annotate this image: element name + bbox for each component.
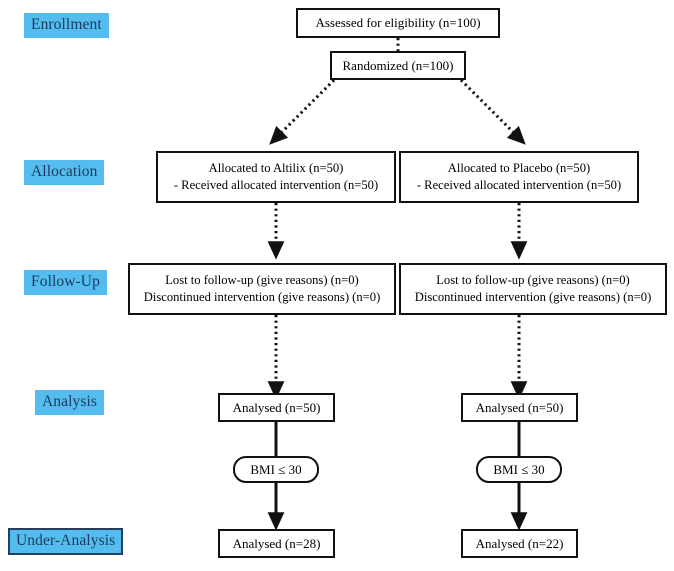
node-line: Discontinued intervention (give reasons)… — [143, 290, 381, 304]
node-line: Allocated to Placebo (n=50) — [447, 161, 591, 176]
stage-label-analysis: Analysis — [35, 390, 105, 415]
stage-label-follow-up: Follow-Up — [24, 270, 107, 295]
edge-randomized-to-alloc-left — [269, 78, 336, 145]
edge-randomized-to-alloc-right — [459, 78, 526, 145]
node-line: Analysed (n=50) — [475, 399, 564, 415]
node-line: Randomized (n=100) — [342, 57, 454, 73]
node-follow-up-left: Lost to follow-up (give reasons) (n=0) D… — [128, 263, 396, 315]
node-line: BMI ≤ 30 — [493, 461, 545, 477]
stage-label-allocation: Allocation — [24, 160, 105, 185]
node-randomized: Randomized (n=100) — [330, 51, 466, 80]
node-line: - Received allocated intervention (n=50) — [416, 178, 622, 192]
stage-label-under-analysis: Under-Analysis — [8, 528, 124, 555]
node-line: Analysed (n=28) — [232, 535, 321, 551]
node-follow-up-right: Lost to follow-up (give reasons) (n=0) D… — [399, 263, 667, 315]
node-line: - Received allocated intervention (n=50) — [173, 178, 379, 192]
node-allocated-altilix: Allocated to Altilix (n=50) - Received a… — [156, 151, 396, 203]
node-bmi-threshold-left: BMI ≤ 30 — [233, 456, 319, 483]
node-line: BMI ≤ 30 — [250, 461, 302, 477]
node-analysed-right: Analysed (n=50) — [461, 393, 578, 422]
node-line: Analysed (n=50) — [232, 399, 321, 415]
node-line: Analysed (n=22) — [475, 535, 564, 551]
node-line: Discontinued intervention (give reasons)… — [414, 290, 652, 304]
node-line: Assessed for eligibility (n=100) — [315, 15, 481, 31]
node-final-analysed-left: Analysed (n=28) — [218, 529, 335, 558]
node-line: Lost to follow-up (give reasons) (n=0) — [165, 273, 359, 288]
node-assessed-for-eligibility: Assessed for eligibility (n=100) — [296, 8, 500, 38]
node-final-analysed-right: Analysed (n=22) — [461, 529, 578, 558]
node-allocated-placebo: Allocated to Placebo (n=50) - Received a… — [399, 151, 639, 203]
node-bmi-threshold-right: BMI ≤ 30 — [476, 456, 562, 483]
node-line: Allocated to Altilix (n=50) — [208, 161, 344, 176]
stage-label-enrollment: Enrollment — [24, 13, 109, 38]
node-line: Lost to follow-up (give reasons) (n=0) — [436, 273, 630, 288]
node-analysed-left: Analysed (n=50) — [218, 393, 335, 422]
